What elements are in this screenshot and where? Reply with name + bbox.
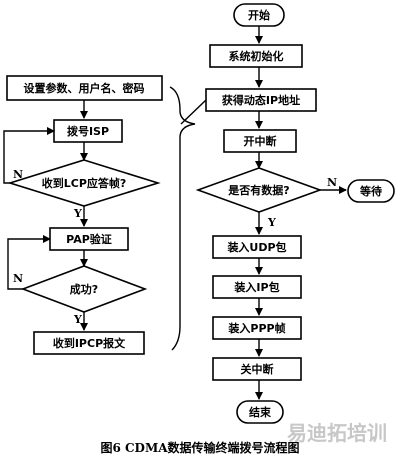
- edge-label-y3: Y: [267, 216, 276, 229]
- expansion-brace: [169, 86, 196, 351]
- get-ip-node: [205, 88, 317, 112]
- edge-lcp-no-loop: [3, 127, 55, 184]
- edge-label-n1: N: [13, 168, 23, 181]
- edge-success-no-loop: [7, 235, 51, 290]
- load-ppp-node: [212, 316, 302, 340]
- has-data-decision-label: 是否有数据?: [227, 183, 289, 197]
- disable-interrupt-node: [212, 357, 302, 381]
- load-ip-node: [212, 275, 302, 299]
- edge-label-y1: Y: [73, 207, 82, 220]
- edge-label-y2: Y: [73, 313, 82, 326]
- watermark: 易迪拓培训: [287, 421, 387, 445]
- enable-interrupt-label: 开中断: [244, 134, 277, 148]
- edge-label-n3: N: [327, 176, 337, 189]
- end-node: [236, 400, 284, 424]
- get-ip-label: 获得动态IP地址: [222, 93, 300, 107]
- ipcp-label: 收到IPCP报文: [53, 336, 126, 350]
- load-udp-node: [212, 235, 302, 259]
- load-ip-label: 装入IP包: [233, 280, 279, 294]
- wait-label: 等待: [359, 184, 382, 198]
- load-udp-label: 装入UDP包: [226, 240, 286, 254]
- wait-node: [347, 179, 395, 203]
- enable-interrupt-node: [223, 129, 297, 153]
- lcp-decision-label: 收到LCP应答帧?: [42, 176, 127, 190]
- load-ppp-label: 装入PPP帧: [227, 321, 285, 335]
- start-label: 开始: [248, 8, 270, 22]
- edge-label-n2: N: [13, 272, 23, 285]
- init-label: 系统初始化: [229, 49, 284, 63]
- init-node: [209, 44, 303, 68]
- left-flow: 设置参数、用户名、密码 拨号ISP 收到LCP应答帧? N Y PAP验证 成功…: [3, 75, 163, 355]
- figure-caption: 图6 CDMA数据传输终端拨号流程图: [100, 440, 299, 455]
- dial-isp-label: 拨号ISP: [67, 124, 109, 138]
- setup-label: 设置参数、用户名、密码: [24, 81, 145, 95]
- success-decision-label: 成功?: [70, 282, 98, 296]
- brace-pointer-to-get-ip: [180, 99, 207, 125]
- end-label: 结束: [248, 405, 272, 419]
- setup-node: [6, 75, 163, 101]
- right-flow: 开始 系统初始化 获得动态IP地址 开中断 是否有数据? N 等待 Y 装入UD…: [195, 3, 395, 424]
- pap-verify-label: PAP验证: [66, 232, 112, 246]
- disable-interrupt-label: 关中断: [241, 362, 274, 376]
- ipcp-node: [33, 331, 145, 355]
